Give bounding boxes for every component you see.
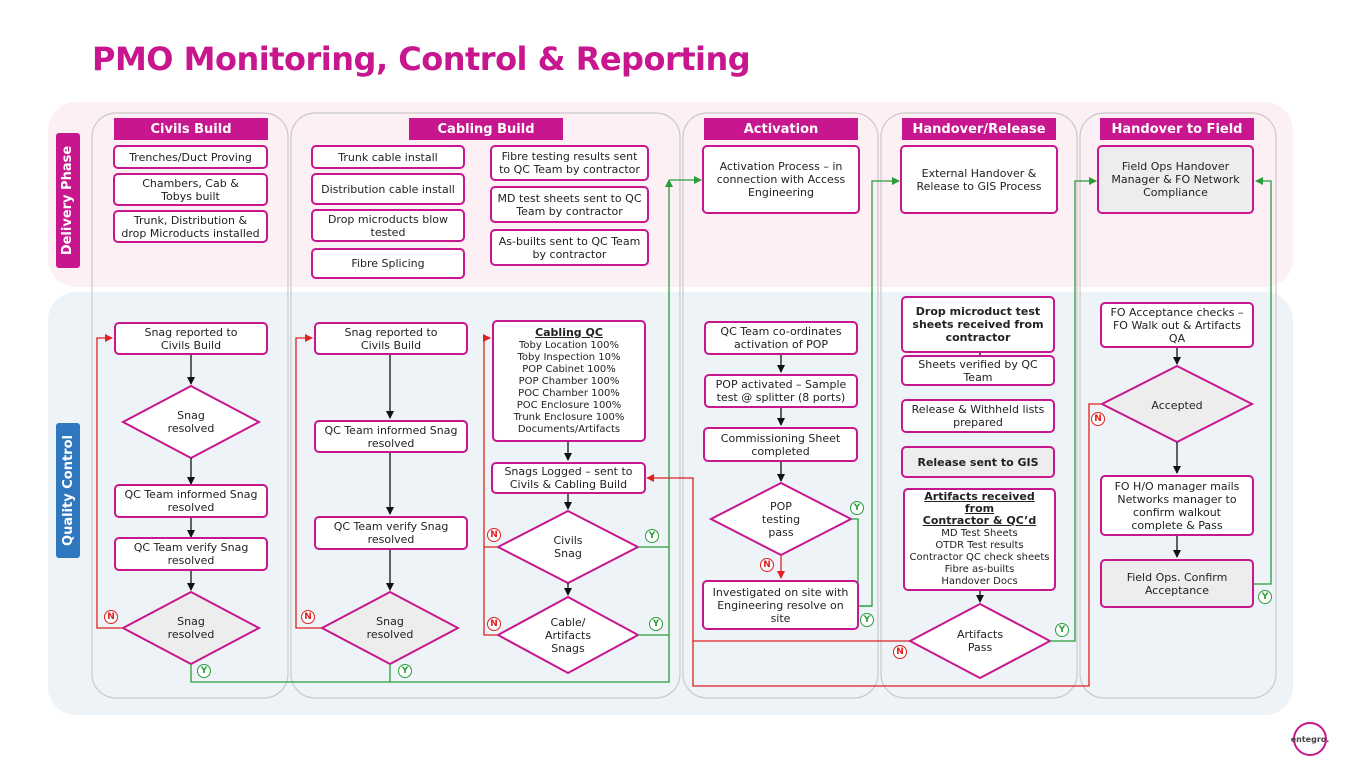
step-trenches: Trenches/Duct Proving bbox=[113, 145, 268, 169]
no-path-cable-artifacts bbox=[483, 547, 498, 636]
qc-release-lists: Release & Withheld lists prepared bbox=[901, 399, 1055, 433]
step-drop-microducts: Drop microducts blow tested bbox=[311, 209, 465, 242]
yes-marker: Y bbox=[850, 501, 864, 515]
qc-civils-snag-decision-label: Civils Snag bbox=[553, 534, 583, 560]
qc-release-gis: Release sent to GIS bbox=[901, 446, 1055, 478]
yes-marker: Y bbox=[645, 529, 659, 543]
qc-artifacts-item: Fibre as-builts bbox=[944, 564, 1015, 575]
no-marker: N bbox=[760, 558, 774, 572]
step-trunk-cable: Trunk cable install bbox=[311, 145, 465, 169]
yes-marker: Y bbox=[1055, 623, 1069, 637]
qc-civils-informed: QC Team informed Snag resolved bbox=[114, 484, 268, 518]
qc-artifacts-received-title: Artifacts received from Contractor & QC’… bbox=[922, 490, 1037, 527]
no-path-civils bbox=[96, 334, 123, 629]
no-path-accepted bbox=[692, 403, 1102, 687]
qc-cabling-checklist-item: Trunk Enclosure 100% bbox=[513, 411, 625, 423]
yes-path-civils-to-cabling bbox=[190, 179, 673, 683]
qc-fo-acceptance: FO Acceptance checks – FO Walk out & Art… bbox=[1100, 302, 1254, 348]
qc-artifacts-item: OTDR Test results bbox=[935, 540, 1024, 551]
step-external-handover: External Handover & Release to GIS Proce… bbox=[900, 145, 1058, 214]
no-path-cabling bbox=[295, 334, 322, 629]
step-as-builts: As-builts sent to QC Team by contractor bbox=[490, 229, 649, 266]
no-marker: N bbox=[487, 528, 501, 542]
no-marker: N bbox=[104, 610, 118, 624]
step-microducts: Trunk, Distribution & drop Microducts in… bbox=[113, 210, 268, 243]
column-header-cabling: Cabling Build bbox=[409, 118, 563, 140]
step-fibre-testing: Fibre testing results sent to QC Team by… bbox=[490, 145, 649, 181]
qc-artifacts-pass-decision-label: Artifacts Pass bbox=[956, 628, 1004, 654]
qc-activation-coord: QC Team co-ordinates activation of POP bbox=[704, 321, 858, 355]
qc-civils-snag-reported: Snag reported to Civils Build bbox=[114, 322, 268, 355]
yes-path-field-confirm bbox=[1254, 177, 1272, 585]
qc-cable-artifacts-decision-label: Cable/ Artifacts Snags bbox=[544, 615, 592, 655]
column-header-handover: Handover/Release bbox=[902, 118, 1056, 140]
column-outline-civils bbox=[91, 112, 289, 699]
qc-fo-mails: FO H/O manager mails Networks manager to… bbox=[1100, 475, 1254, 536]
qc-sheets-verified: Sheets verified by QC Team bbox=[901, 355, 1055, 386]
yes-marker: Y bbox=[398, 664, 412, 678]
qc-cabling-checklist-item: POP Cabinet 100% bbox=[522, 363, 616, 375]
qc-artifacts-item: MD Test Sheets bbox=[941, 528, 1018, 539]
qc-field-confirm: Field Ops. Confirm Acceptance bbox=[1100, 559, 1254, 608]
qc-artifacts-item: Contractor QC check sheets bbox=[909, 552, 1050, 563]
qc-cabling-decision-label: Snag resolved bbox=[366, 615, 414, 641]
qc-cabling-checklist-title: Cabling QC bbox=[535, 325, 603, 339]
qc-accepted-decision-label: Accepted bbox=[1151, 398, 1203, 412]
qc-drop-microduct-sheets: Drop microduct test sheets received from… bbox=[901, 296, 1055, 353]
yes-marker: Y bbox=[1258, 590, 1272, 604]
qc-cabling-checklist: Cabling QC Toby Location 100% Toby Inspe… bbox=[492, 320, 646, 442]
page-title: PMO Monitoring, Control & Reporting bbox=[92, 40, 751, 78]
qc-cabling-informed: QC Team informed Snag resolved bbox=[314, 420, 468, 453]
entegro-logo: entegro. bbox=[1291, 722, 1329, 756]
column-header-field: Handover to Field bbox=[1100, 118, 1254, 140]
step-fibre-splicing: Fibre Splicing bbox=[311, 248, 465, 279]
step-distribution-cable: Distribution cable install bbox=[311, 173, 465, 205]
qc-civils-decision-2-label: Snag resolved bbox=[167, 615, 215, 641]
qc-artifacts-item: Handover Docs bbox=[941, 576, 1018, 587]
column-outline-activation bbox=[682, 112, 879, 699]
qc-civils-decision-1-label: Snag resolved bbox=[167, 409, 215, 435]
no-marker: N bbox=[893, 645, 907, 659]
qc-cabling-verify: QC Team verify Snag resolved bbox=[314, 516, 468, 550]
no-marker: N bbox=[487, 617, 501, 631]
step-activation-process: Activation Process – in connection with … bbox=[702, 145, 860, 214]
qc-pop-activated: POP activated – Sample test @ splitter (… bbox=[704, 374, 858, 408]
column-header-activation: Activation bbox=[704, 118, 858, 140]
qc-snags-logged: Snags Logged – sent to Civils & Cabling … bbox=[491, 462, 646, 494]
qc-cabling-snag-reported: Snag reported to Civils Build bbox=[314, 322, 468, 355]
phase-label-quality: Quality Control bbox=[56, 423, 80, 558]
no-marker: N bbox=[1091, 412, 1105, 426]
qc-pop-testing-decision-label: POP testing pass bbox=[761, 499, 801, 539]
column-outline-cabling bbox=[290, 112, 681, 699]
step-md-test: MD test sheets sent to QC Team by contra… bbox=[490, 186, 649, 223]
qc-civils-verify: QC Team verify Snag resolved bbox=[114, 537, 268, 571]
qc-cabling-checklist-item: Documents/Artifacts bbox=[517, 423, 621, 435]
qc-cabling-checklist-item: POC Chamber 100% bbox=[518, 387, 620, 399]
step-field-ops-handover: Field Ops Handover Manager & FO Network … bbox=[1097, 145, 1254, 214]
no-path-artifacts-pass bbox=[646, 474, 910, 642]
column-header-civils: Civils Build bbox=[114, 118, 268, 140]
no-marker: N bbox=[301, 610, 315, 624]
yes-marker: Y bbox=[197, 664, 211, 678]
qc-investigated: Investigated on site with Engineering re… bbox=[702, 580, 859, 630]
decision-cable-artifacts bbox=[495, 595, 641, 675]
qc-artifacts-received: Artifacts received from Contractor & QC’… bbox=[903, 488, 1056, 591]
column-outline-handover bbox=[880, 112, 1078, 699]
phase-label-delivery: Delivery Phase bbox=[56, 133, 80, 268]
yes-path-artifacts-pass bbox=[1050, 177, 1097, 642]
qc-cabling-checklist-item: POP Chamber 100% bbox=[518, 375, 620, 387]
column-outline-field bbox=[1079, 112, 1277, 699]
qc-cabling-checklist-item: Toby Location 100% bbox=[518, 339, 620, 351]
yes-marker: Y bbox=[649, 617, 663, 631]
no-path-civils-snag bbox=[483, 334, 498, 548]
decision-artifacts-pass bbox=[907, 602, 1053, 680]
yes-marker: Y bbox=[860, 613, 874, 627]
qc-cabling-checklist-item: POC Enclosure 100% bbox=[516, 399, 622, 411]
qc-commissioning: Commissioning Sheet completed bbox=[703, 427, 858, 462]
qc-cabling-checklist-item: Toby Inspection 10% bbox=[517, 351, 621, 363]
step-chambers: Chambers, Cab & Tobys built bbox=[113, 173, 268, 206]
